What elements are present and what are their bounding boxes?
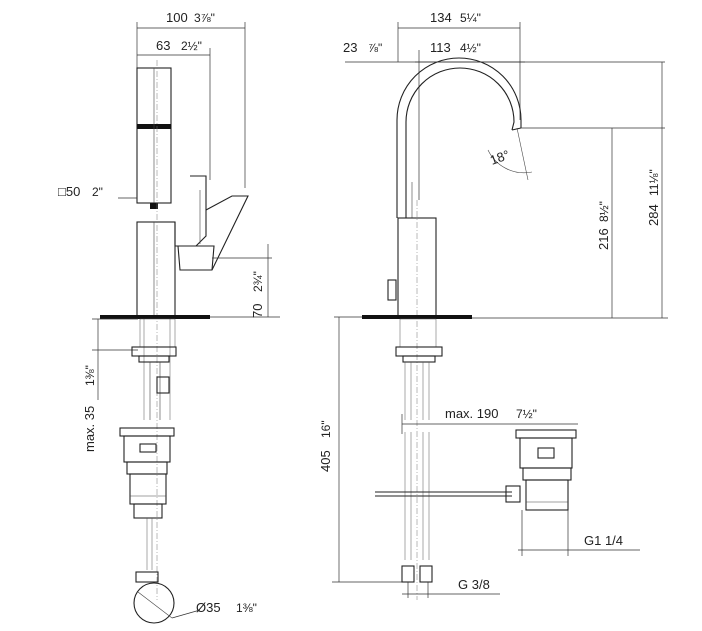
dim-height-total: 284 <box>646 204 661 226</box>
dim-width-total-in: 3⅞" <box>194 11 215 25</box>
dim-width-spout: 63 <box>156 38 170 53</box>
thread-waste: G1 1/4 <box>584 533 623 548</box>
dim-max-reach: max. 190 <box>445 406 498 421</box>
right-front-view: 134 5¼" 113 4½" 23 ⅞" 18° 216 8½" 284 11… <box>318 10 668 600</box>
dim-offset-in: ⅞" <box>368 41 382 55</box>
dim-max-thickness: max. 35 <box>82 406 97 452</box>
left-side-view: 100 3⅞" 63 2½" □50 2" 70 2¾" <box>58 10 280 624</box>
dim-height-outlet-in: 8½" <box>597 201 611 222</box>
dim-angle: 18° <box>488 147 512 168</box>
dim-height-outlet: 70 <box>250 304 265 318</box>
dim-hose-length-in: 16" <box>319 420 333 438</box>
dim-projection-total: 134 <box>430 10 452 25</box>
dim-bore-dia: Ø35 <box>196 600 221 615</box>
dim-projection-spout-in: 4½" <box>460 41 481 55</box>
dim-bore-dia-in: 1⅜" <box>236 601 257 615</box>
dim-height-total-in: 11⅛" <box>647 169 661 196</box>
dim-width-spout-in: 2½" <box>181 39 202 53</box>
dim-max-thickness-in: 1⅜" <box>83 365 97 386</box>
dim-width-total: 100 <box>166 10 188 25</box>
dim-max-reach-in: 7½" <box>516 407 537 421</box>
dim-height-outlet-in: 2¾" <box>251 271 265 292</box>
dim-projection-total-in: 5¼" <box>460 11 481 25</box>
dim-offset: 23 <box>343 40 357 55</box>
dim-hose-length: 405 <box>318 450 333 472</box>
dim-projection-spout: 113 <box>430 40 451 55</box>
dim-square: □50 <box>58 184 80 199</box>
dim-square-in: 2" <box>92 185 103 199</box>
dim-height-outlet: 216 <box>596 228 611 250</box>
thread-supply: G 3/8 <box>458 577 490 592</box>
